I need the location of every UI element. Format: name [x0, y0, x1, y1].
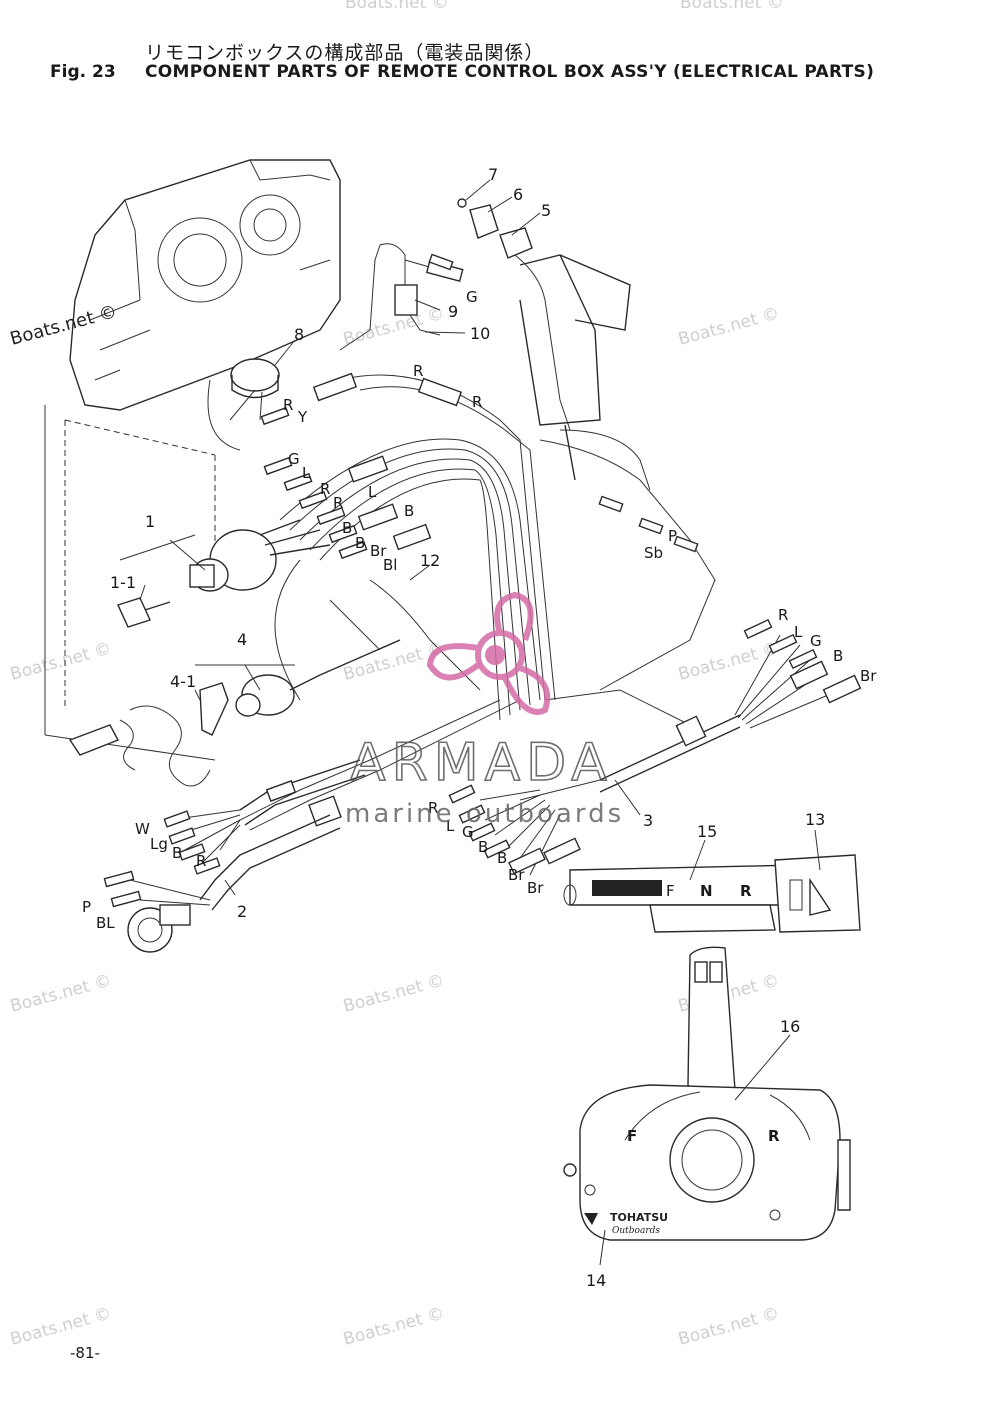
callout-4-1: 4-1 [170, 672, 196, 691]
svg-text:Boats.net ©: Boats.net © [676, 639, 781, 685]
callout-leaders [119, 179, 821, 1266]
svg-text:B: B [478, 838, 488, 856]
svg-text:Boats.net ©: Boats.net © [676, 304, 781, 350]
svg-text:B: B [355, 534, 365, 552]
svg-text:G: G [810, 632, 822, 650]
svg-text:B: B [497, 849, 507, 867]
svg-text:B: B [404, 502, 414, 520]
svg-text:Bl: Bl [383, 556, 397, 574]
svg-text:ARMADA: ARMADA [350, 733, 613, 793]
page-number: -81- [70, 1344, 100, 1362]
callout-14: 14 [586, 1271, 606, 1290]
svg-text:B: B [172, 844, 182, 862]
svg-text:Y: Y [297, 408, 308, 426]
wire-connectors [260, 253, 699, 560]
svg-text:Br: Br [508, 866, 525, 884]
svg-text:P: P [82, 898, 91, 916]
svg-text:N: N [700, 882, 713, 900]
svg-text:R: R [283, 396, 293, 414]
svg-text:Br: Br [527, 879, 544, 897]
svg-text:R: R [472, 393, 482, 411]
callout-4: 4 [237, 630, 247, 649]
svg-text:Outboards: Outboards [612, 1226, 660, 1236]
svg-text:R: R [778, 606, 788, 624]
extension-harness [448, 618, 862, 876]
svg-text:R: R [196, 852, 206, 870]
svg-text:R: R [768, 1127, 780, 1145]
svg-text:TOHATSU: TOHATSU [610, 1211, 668, 1224]
svg-text:Boats.net ©: Boats.net © [8, 639, 113, 685]
callout-13: 13 [805, 810, 825, 829]
svg-text:B: B [342, 519, 352, 537]
svg-text:R: R [413, 362, 423, 380]
svg-text:R: R [428, 799, 438, 817]
svg-text:Br: Br [370, 542, 387, 560]
wire-color-labels: G R R R Y G L R R L B B B Br Bl P Sb R L… [82, 288, 877, 932]
relay [339, 243, 464, 351]
lanyard [68, 682, 229, 787]
callout-7: 7 [488, 165, 498, 184]
boats-watermark-dark: Boats.net © [8, 301, 120, 350]
callout-9: 9 [448, 302, 458, 321]
callout-8: 8 [294, 325, 304, 344]
control-lever-box: F R TOHATSU Outboards [563, 946, 851, 1241]
svg-text:L: L [446, 817, 455, 835]
svg-text:Boats.net ©: Boats.net © [8, 1304, 113, 1350]
callout-5: 5 [541, 201, 551, 220]
svg-text:R: R [320, 480, 330, 498]
callout-numbers: 7 6 5 8 9 10 12 1 1-1 4 4-1 2 3 15 13 16… [110, 165, 825, 1290]
svg-text:F: F [666, 882, 675, 900]
key-icon [117, 597, 171, 628]
svg-text:G: G [466, 288, 478, 306]
title-japanese: リモコンボックスの構成部品（電装品関係） [145, 42, 545, 64]
main-switch [189, 519, 331, 592]
svg-text:G: G [288, 450, 300, 468]
svg-text:Boats.net ©: Boats.net © [676, 1304, 781, 1350]
svg-text:Sb: Sb [644, 544, 663, 562]
callout-2: 2 [237, 902, 247, 921]
callout-3: 3 [643, 811, 653, 830]
svg-text:R: R [333, 494, 343, 512]
svg-text:marine outboards: marine outboards [345, 799, 624, 829]
svg-text:Lg: Lg [150, 835, 168, 853]
svg-text:L: L [368, 483, 377, 501]
svg-text:Boats.net ©: Boats.net © [8, 971, 113, 1017]
svg-text:R: R [740, 882, 752, 900]
neutral-indicator: F N R [563, 864, 806, 933]
callout-1: 1 [145, 512, 155, 531]
svg-text:Boats.net ©: Boats.net © [345, 0, 449, 13]
title-english: COMPONENT PARTS OF REMOTE CONTROL BOX AS… [145, 62, 875, 82]
callout-15: 15 [697, 822, 717, 841]
callout-6: 6 [513, 185, 523, 204]
main-harness [103, 759, 366, 953]
svg-text:BL: BL [96, 914, 115, 932]
callout-10: 10 [470, 324, 490, 343]
indicator-cover [774, 854, 861, 933]
svg-text:Boats.net ©: Boats.net © [341, 1304, 446, 1350]
svg-text:G: G [462, 823, 474, 841]
armada-watermark: ARMADA marine outboards [345, 591, 624, 829]
remote-control-box-housing [44, 159, 341, 761]
svg-text:Br: Br [860, 667, 877, 685]
figure-number: Fig. 23 [50, 62, 116, 82]
svg-text:Boats.net ©: Boats.net © [680, 0, 784, 13]
buzzer [207, 358, 280, 451]
svg-text:P: P [668, 527, 677, 545]
callout-12: 12 [420, 551, 440, 570]
svg-text:B: B [833, 647, 843, 665]
svg-text:Boats.net ©: Boats.net © [341, 304, 446, 350]
svg-text:L: L [302, 464, 311, 482]
svg-text:Boats.net ©: Boats.net © [341, 971, 446, 1017]
svg-text:L: L [794, 623, 803, 641]
callout-16: 16 [780, 1017, 800, 1036]
bracket-assembly [457, 198, 631, 431]
svg-text:W: W [135, 820, 150, 838]
stop-switch [235, 639, 401, 717]
svg-text:F: F [627, 1127, 637, 1145]
callout-1-1: 1-1 [110, 573, 136, 592]
